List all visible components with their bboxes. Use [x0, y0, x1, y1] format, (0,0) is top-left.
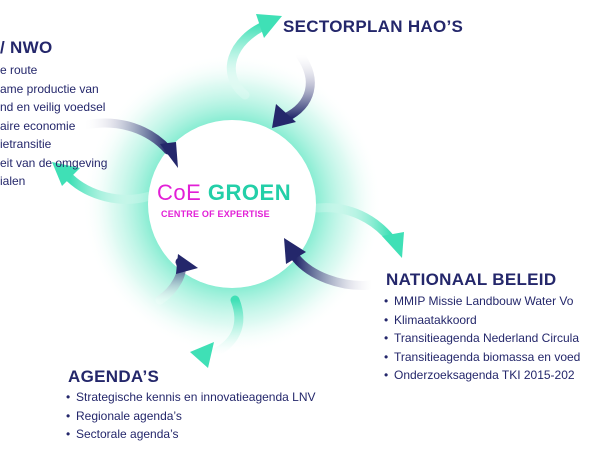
sectorplan-heading: SECTORPLAN HAO’S [283, 17, 464, 36]
arrow-to-left [65, 173, 155, 204]
logo-groen: GROEN [207, 180, 292, 205]
left-block-list: e route ame productie van nd en veilig v… [0, 61, 107, 191]
arrowhead-from-left [160, 142, 178, 168]
nationaal-heading: NATIONAAL BELEID [386, 270, 557, 289]
arrowhead-from-nationaal [284, 238, 306, 264]
arrowhead-to-agendas [190, 342, 214, 368]
left-block-item: ialen [0, 174, 26, 188]
nationaal-item: Transitieagenda biomassa en voed [384, 348, 580, 367]
arrow-to-agendas [205, 295, 244, 360]
agendas-list: Strategische kennis en innovatieagenda L… [66, 388, 316, 444]
arrow-from-sectorplan [280, 50, 315, 123]
arrow-from-nationaal [291, 253, 377, 290]
arrowhead-from-agendas [176, 254, 198, 274]
arrowhead-to-nationaal [382, 232, 404, 258]
center-circle [148, 120, 316, 288]
nationaal-list: MMIP Missie Landbouw Water Vo Klimaatakk… [384, 292, 580, 385]
logo-subtitle: CENTRE OF EXPERTISE [161, 209, 270, 219]
nationaal-item: Transitieagenda Nederland Circula [384, 329, 580, 348]
agendas-item: Strategische kennis en innovatieagenda L… [66, 388, 316, 407]
agendas-item: Regionale agenda’s [66, 407, 316, 426]
nationaal-item: MMIP Missie Landbouw Water Vo [384, 292, 580, 311]
agendas-heading: AGENDA’S [68, 367, 160, 386]
arrow-to-sectorplan [226, 19, 273, 100]
nationaal-item: Klimaatakkoord [384, 311, 580, 330]
logo-coe: CoE [157, 180, 202, 205]
nationaal-item: Onderzoeksagenda TKI 2015-202 [384, 366, 580, 385]
left-block-item: e route [0, 63, 38, 77]
left-block-item: ietransitie [0, 137, 52, 151]
left-block-item: aire economie [0, 118, 76, 133]
left-block-heading: / NWO [0, 38, 53, 57]
left-block-item: nd en veilig voedsel [0, 100, 106, 114]
arrowhead-from-sectorplan [272, 104, 296, 128]
arrowhead-to-left [52, 162, 80, 186]
arrow-to-nationaal [313, 203, 395, 243]
agendas-item: Sectorale agenda’s [66, 425, 316, 444]
arrowhead-to-sectorplan [256, 14, 282, 38]
coe-groen-logo: CoE GROEN CENTRE OF EXPERTISE [157, 180, 292, 219]
left-block-item: eit van de omgeving [0, 155, 108, 170]
left-block-item: ame productie van [0, 81, 99, 96]
